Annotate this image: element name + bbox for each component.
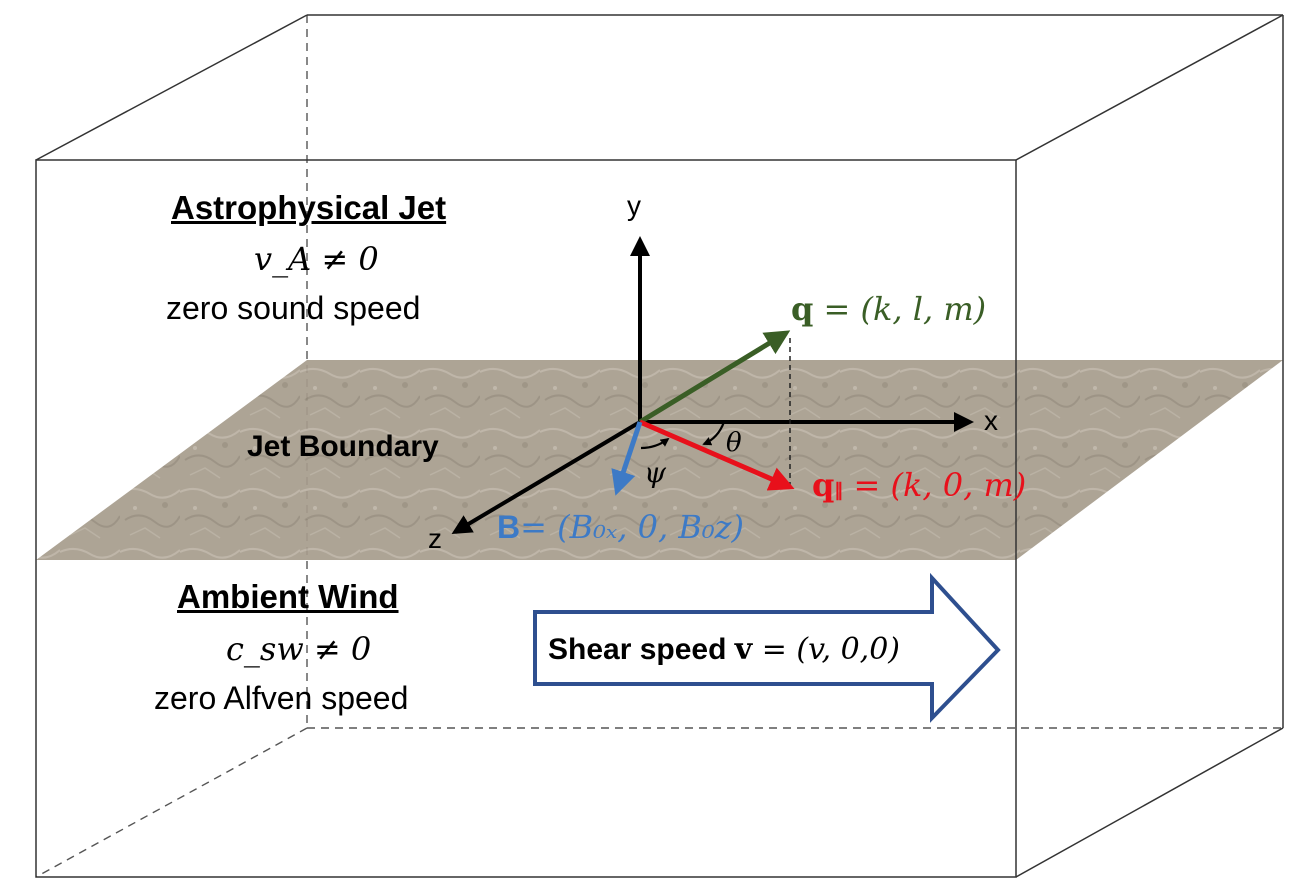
jet-boundary-plane: [36, 360, 1283, 560]
shear-vector-symbol: v: [734, 632, 753, 667]
jet-title: Astrophysical Jet: [171, 189, 447, 226]
z-axis: [451, 420, 642, 535]
theta-arc: [702, 421, 726, 446]
y-axis-label: y: [627, 190, 641, 221]
shear-equation: = (v, 0,0): [752, 632, 900, 667]
q-parallel-vector: [639, 419, 795, 491]
theta-label: θ: [726, 428, 742, 458]
q-parallel-subscript: ∥: [834, 480, 844, 500]
wind-sound-speed: c_sw ≠ 0: [226, 630, 372, 668]
b-equation: = (B₀ₓ, 0, B₀z): [520, 508, 745, 546]
jet-sound-label: zero sound speed: [166, 290, 421, 326]
q-parallel-symbol: q: [812, 466, 835, 504]
shear-label: Shear speed v = (v, 0,0): [548, 632, 900, 667]
b-field-vector: [611, 421, 643, 496]
wind-title: Ambient Wind: [177, 578, 399, 615]
q-vector-label: q = (k, l, m): [791, 290, 986, 328]
b-field-label: B= (B₀ₓ, 0, B₀z): [497, 508, 744, 546]
q-parallel-equation: = (k, 0, m): [843, 466, 1027, 504]
q-equation: = (k, l, m): [813, 290, 987, 328]
wind-alfven-label: zero Alfven speed: [154, 680, 409, 716]
q-symbol: q: [791, 290, 814, 328]
q-vector: [638, 330, 791, 425]
jet-alfven-speed: v_A ≠ 0: [254, 240, 379, 278]
x-axis-label: x: [984, 405, 998, 436]
b-symbol: B: [497, 509, 521, 545]
box-edges: [35, 14, 1284, 878]
boundary-label: Jet Boundary: [247, 430, 439, 463]
shear-text: Shear speed: [548, 633, 727, 666]
psi-arc: [640, 437, 670, 450]
z-axis-label: z: [428, 523, 442, 554]
shear-arrow: [533, 572, 1001, 723]
q-parallel-label: q∥ = (k, 0, m): [812, 466, 1026, 504]
psi-label: ψ: [644, 456, 666, 489]
